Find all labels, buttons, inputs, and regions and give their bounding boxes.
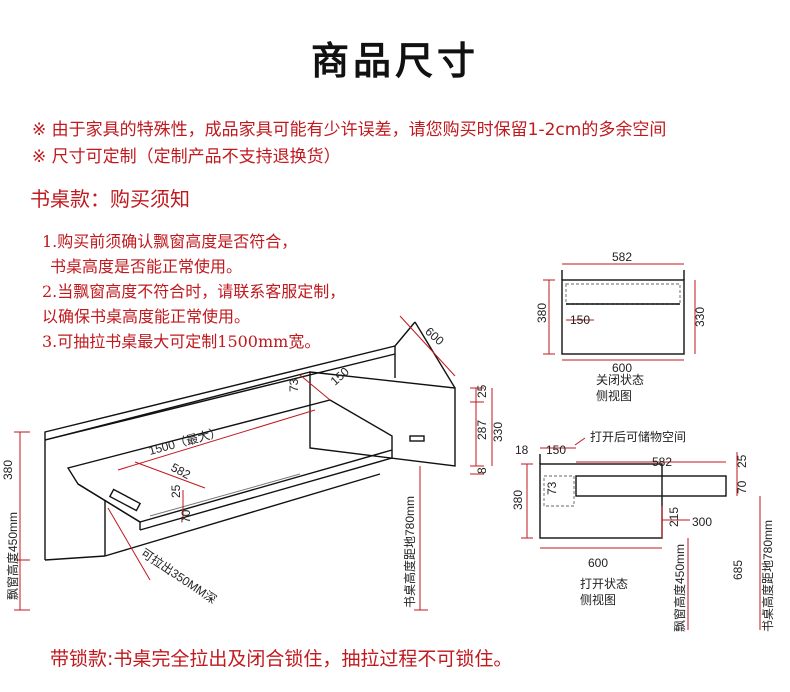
main-dimensions <box>14 315 493 611</box>
note-tolerance: ※ 由于家具的特殊性，成品家具可能有少许误差，请您购买时保留1-2cm的多余空间 <box>32 120 667 140</box>
dim-inner-70: 70 <box>179 509 193 523</box>
requirement-1b: 书桌高度是否能正常使用。 <box>50 257 243 276</box>
dim-thickness-25: 25 <box>169 484 183 498</box>
dim-right-8: 8 <box>475 467 489 474</box>
section-title: 书桌款：购买须知 <box>30 187 190 211</box>
closed-top-582: 582 <box>612 250 632 264</box>
open-right-70: 70 <box>735 480 749 494</box>
dim-height-380: 380 <box>1 460 15 480</box>
dim-depth-582: 582 <box>169 460 194 482</box>
dim-slant-150: 150 <box>328 364 352 388</box>
dim-width-1500: 1500（最大） <box>147 425 223 458</box>
footer-lock-note: 带锁款:书桌完全拉出及闭合锁住，抽拉过程不可锁住。 <box>50 648 513 670</box>
dim-slant-73: 73 <box>287 378 301 392</box>
pull-out-label: 可拉出350MM深 <box>138 545 219 607</box>
dim-right-330: 330 <box>491 422 505 442</box>
open-caption-state: 打开状态 <box>580 577 628 591</box>
open-labels: 打开后可储物空间 18 150 582 380 73 215 300 25 70… <box>511 429 775 632</box>
open-inner-215: 215 <box>667 507 681 527</box>
page-title: 商品尺寸 <box>310 39 479 83</box>
open-callout: 打开后可储物空间 <box>590 429 686 444</box>
open-top-150: 150 <box>546 443 566 457</box>
requirement-2b: 以确保书桌高度能正常使用。 <box>42 307 251 326</box>
open-window-label: 飘窗高度450mm <box>672 544 687 632</box>
open-right-25: 25 <box>735 454 749 468</box>
closed-bottom-600: 600 <box>612 361 632 375</box>
open-dimensions <box>521 437 761 630</box>
requirement-2a: 2.当飘窗高度不符合时，请联系客服定制， <box>42 282 346 301</box>
window-height-label: 飘窗高度450mm <box>5 512 20 600</box>
open-caption-view: 侧视图 <box>580 592 616 607</box>
note-custom: ※ 尺寸可定制（定制产品不支持退换货） <box>32 147 341 167</box>
closed-labels: 582 380 150 330 600 关闭状态 侧视图 <box>535 250 707 403</box>
open-desk-582: 582 <box>652 455 672 469</box>
open-side-view <box>539 454 727 539</box>
open-floor-label: 书桌高度距地780mm <box>760 520 775 632</box>
main-cabinet-drawing <box>44 321 456 561</box>
dim-right-25: 25 <box>475 384 489 398</box>
requirement-3: 3.可抽拉书桌最大可定制1500mm宽。 <box>42 332 321 351</box>
closed-side-view <box>561 270 685 355</box>
closed-height-380: 380 <box>535 303 549 323</box>
closed-dimensions <box>543 263 696 361</box>
closed-right-330: 330 <box>693 307 707 327</box>
open-inner-73: 73 <box>545 481 559 495</box>
requirement-1a: 1.购买前须确认飘窗高度是否符合， <box>42 232 298 251</box>
floor-height-label: 书桌高度距地780mm <box>402 496 417 608</box>
open-inner-300: 300 <box>692 515 712 529</box>
closed-caption-view: 侧视图 <box>596 388 632 403</box>
closed-caption-state: 关闭状态 <box>596 373 644 387</box>
dim-right-287: 287 <box>475 420 489 440</box>
open-top-18: 18 <box>515 443 529 457</box>
open-bottom-600: 600 <box>588 556 608 570</box>
closed-inner-150: 150 <box>570 313 590 327</box>
open-height-685: 685 <box>731 560 745 580</box>
open-height-380: 380 <box>511 490 525 510</box>
